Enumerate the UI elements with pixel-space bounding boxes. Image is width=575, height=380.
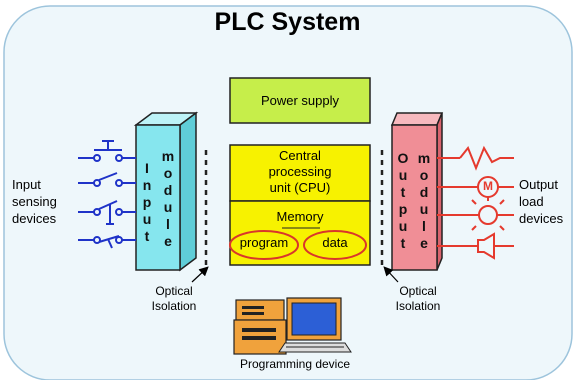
program-label: program — [239, 235, 289, 250]
memory-block — [229, 200, 371, 266]
program-ellipse — [229, 230, 299, 260]
computer-icon — [233, 297, 352, 355]
page-title: PLC System — [214, 8, 361, 36]
isolation-arrow-left — [191, 266, 209, 283]
output-devices-label: Output load devices — [519, 177, 564, 226]
data-ellipse — [303, 230, 367, 260]
output-module-text-col2: m o d u l e — [417, 150, 431, 251]
heater-coil-icon — [437, 145, 514, 171]
limit-switch-icon — [78, 200, 136, 225]
input-module-side — [179, 111, 197, 272]
lever-switch-icon — [78, 172, 136, 187]
data-label: data — [322, 235, 348, 250]
pushbutton-switch-icon — [78, 140, 136, 162]
input-module-text-col2: m o d u l e — [161, 148, 175, 249]
input-switches — [78, 140, 136, 249]
optical-isolation-left-label: Optical Isolation — [151, 284, 197, 313]
isolation-arrow-right — [383, 266, 399, 283]
lamp-icon — [437, 196, 514, 231]
output-devices — [437, 145, 514, 260]
input-devices-label: Input sensing devices — [12, 177, 57, 226]
programming-device-label: Programming device — [239, 357, 351, 371]
cpu-label-line-2: processing — [268, 164, 332, 179]
input-module-text-col1: I n p u t — [142, 160, 152, 244]
horn-icon — [437, 232, 514, 260]
closed-switch-icon — [78, 235, 136, 249]
cpu-label-line-3: unit (CPU) — [269, 180, 331, 195]
memory-label: Memory — [276, 209, 324, 224]
cpu-label: Central processing unit (CPU) — [230, 148, 370, 196]
optical-isolation-right-label: Optical Isolation — [395, 284, 441, 313]
power-supply-label: Power supply — [260, 93, 340, 108]
power-supply-block — [229, 77, 371, 124]
output-module-text-col1: O u t p u t — [397, 150, 409, 251]
motor-symbol-label: M — [483, 179, 493, 193]
output-module-top — [390, 112, 444, 126]
cpu-label-line-1: Central — [279, 148, 321, 163]
output-module-front — [391, 124, 438, 271]
input-module-front — [135, 124, 181, 271]
